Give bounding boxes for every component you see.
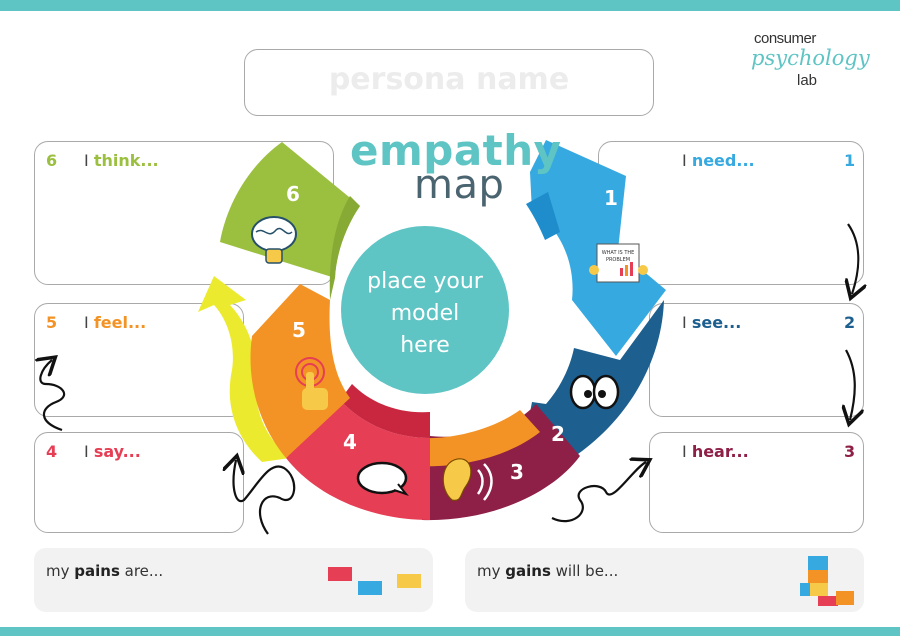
segment-number-6: 6 [286,182,300,206]
segment-number-4: 4 [343,430,357,454]
touch-icon [295,357,328,410]
svg-text:WHAT IS THE: WHAT IS THE [602,250,635,256]
say-number: 4 [46,442,58,461]
problem-document-icon: WHAT IS THE PROBLEM [589,243,648,283]
lego-bricks-pains-icon [328,567,421,595]
svg-text:PROBLEM: PROBLEM [606,257,630,263]
yellow-swoosh [198,276,290,462]
squiggle-arrow-bottom-right [551,462,646,523]
eyes-icon [569,374,620,410]
hear-number: 3 [844,442,856,461]
feel-box[interactable] [34,303,244,417]
speech-bubble-icon [356,461,409,497]
title-map: map [414,162,505,208]
segment-3-orange [416,410,540,467]
see-number: 2 [844,313,856,332]
segment-6-think-shade [329,196,360,300]
center-circle [341,226,509,394]
say-label: I say... [84,442,141,461]
center-line-3: here [400,333,450,358]
brain-icon [251,216,297,264]
segment-number-1: 1 [604,186,618,210]
hear-label: I hear... [682,442,749,461]
ear-icon [442,458,493,501]
center-line-2: model [390,301,460,326]
segment-5-feel [250,284,350,458]
see-label: I see... [682,313,742,332]
segment-1-need-shade [526,192,560,240]
feel-number: 5 [46,313,58,332]
need-number: 1 [844,151,856,170]
pains-label: my pains are... [46,562,164,580]
gains-label: my gains will be... [477,562,619,580]
persona-name-placeholder: persona name [328,62,570,97]
logo-lab: lab [797,72,818,89]
pains-box[interactable]: my pains are... [34,548,433,612]
segment-number-2: 2 [551,422,565,446]
lego-bricks-gains-icon [800,556,854,606]
segment-number-3: 3 [510,460,524,484]
segment-number-5: 5 [292,318,306,342]
bottom-band [0,627,900,636]
say-box[interactable] [34,432,244,533]
segment-4-red-band [340,384,430,438]
think-label: I think... [84,151,159,170]
hear-box[interactable] [649,432,864,533]
center-placeholder: place your model here [350,266,500,362]
persona-name-box[interactable]: persona name [244,49,654,116]
squiggle-arrow-right-1 [848,223,858,294]
think-number: 6 [46,151,58,170]
logo-consumer: consumer [754,30,816,47]
logo-psychology: psychology [751,46,870,70]
see-box[interactable] [649,303,864,417]
top-band [0,0,900,11]
need-label: I need... [682,151,755,170]
title-empathy: empathy [350,126,562,175]
center-line-1: place your [367,269,483,294]
squiggle-arrow-right-2 [846,349,855,420]
squiggle-arrow-left [40,360,66,432]
need-box[interactable] [598,141,864,285]
feel-label: I feel... [84,313,147,332]
segment-6-think [220,142,360,278]
gains-box[interactable]: my gains will be... [465,548,864,612]
squiggle-arrow-bottom-left [234,460,296,535]
